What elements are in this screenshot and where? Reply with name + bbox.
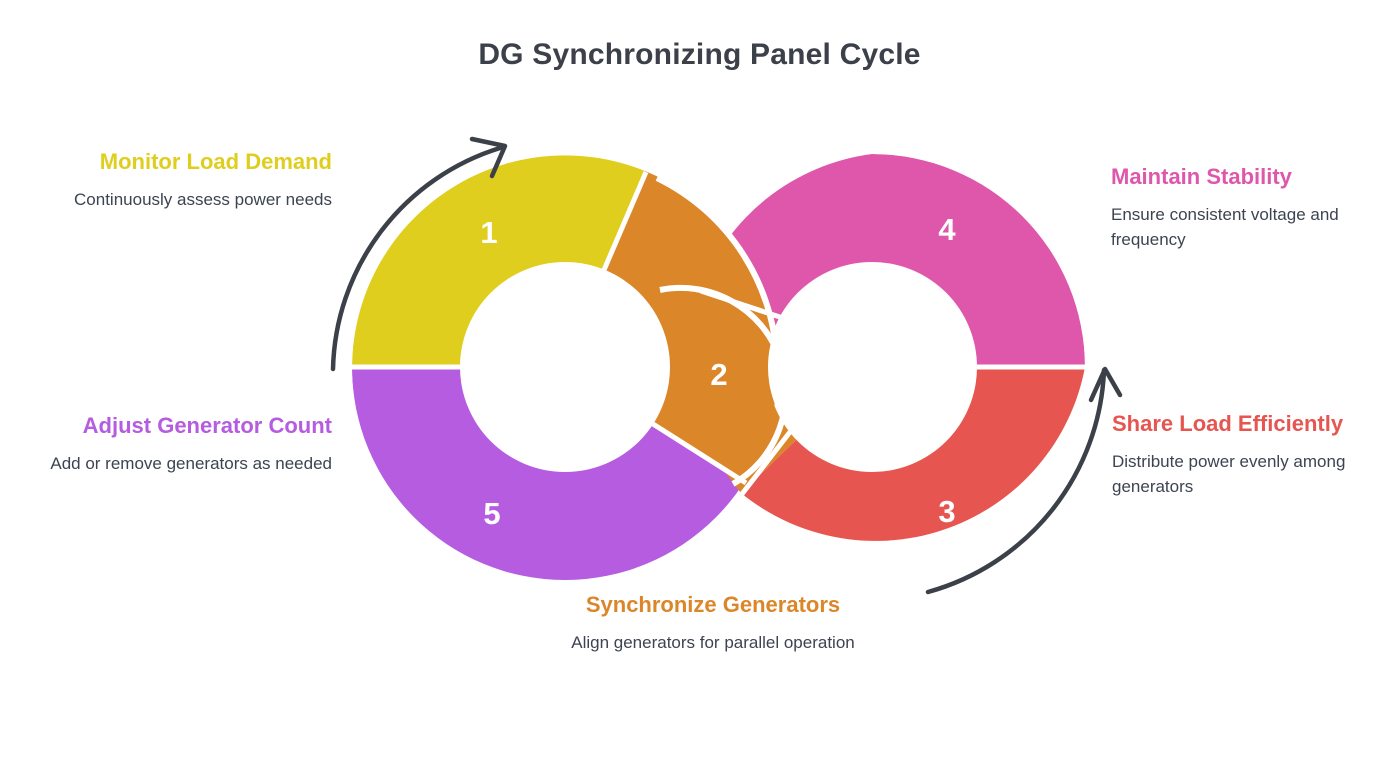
page-title: DG Synchronizing Panel Cycle	[478, 38, 921, 71]
divider-4-2	[700, 288, 793, 324]
callout-step-5-description: Add or remove generators as needed	[50, 454, 332, 474]
callout-step-2-description: Align generators for parallel operation	[571, 633, 855, 653]
callout-step-1: Monitor Load Demand Continuously assess …	[40, 148, 332, 213]
left-flow-arrow	[330, 136, 508, 372]
right-loop-hole	[768, 263, 976, 471]
callout-step-1-description: Continuously assess power needs	[74, 190, 332, 210]
callout-step-2: Synchronize Generators Align generators …	[552, 591, 874, 656]
left-loop-hole	[461, 263, 669, 471]
callout-step-5-title: Adjust Generator Count	[82, 413, 332, 438]
callout-step-4: Maintain Stability Ensure consistent vol…	[1111, 163, 1399, 252]
callout-step-1-title: Monitor Load Demand	[99, 149, 332, 174]
callout-step-2-title: Synchronize Generators	[585, 592, 841, 617]
callout-step-4-title: Maintain Stability	[1111, 164, 1292, 189]
divider-2-3	[740, 430, 792, 496]
callout-step-4-description: Ensure consistent voltage and frequency	[1111, 205, 1339, 249]
segment-number-1: 1	[480, 215, 497, 250]
divider-2-5	[651, 421, 748, 486]
callout-step-3-description: Distribute power evenly among generators	[1112, 452, 1346, 496]
right-flow-arrow	[925, 366, 1123, 595]
divider-1-2	[601, 171, 649, 271]
callout-step-3: Share Load Efficiently Distribute power …	[1112, 410, 1399, 499]
segment-number-3: 3	[938, 494, 955, 529]
segment-number-4: 4	[938, 212, 956, 247]
callout-step-5: Adjust Generator Count Add or remove gen…	[20, 412, 332, 477]
segment-number-5: 5	[483, 496, 500, 531]
callout-step-3-title: Share Load Efficiently	[1112, 411, 1344, 436]
segment-number-2: 2	[710, 357, 727, 392]
